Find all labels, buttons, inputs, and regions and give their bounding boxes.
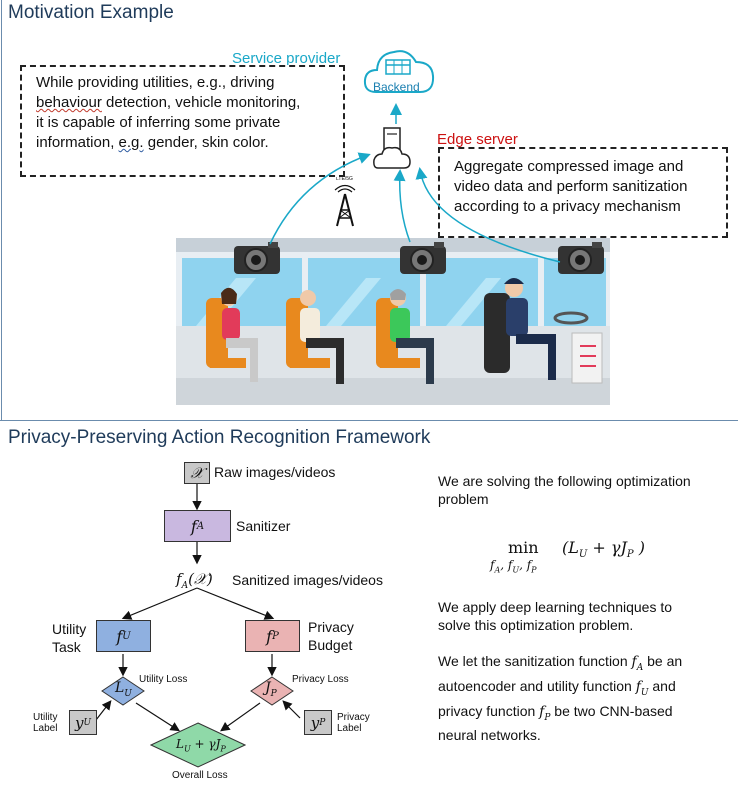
privacy-loss-diamond: [250, 676, 294, 706]
cell-tower-icon: [330, 178, 360, 228]
privacy-budget-line2: Budget: [308, 637, 353, 653]
provider-note-eg: e.g.: [118, 134, 144, 151]
provider-note-box: While providing utilities, e.g., driving…: [20, 65, 345, 177]
sanitized-rest: (𝒳): [188, 570, 213, 588]
edge-note-line2: video data and perform sanitization: [454, 178, 688, 195]
edge-server-icon: [372, 124, 412, 174]
left-frame-line: [1, 0, 2, 420]
provider-note-line4-rest: gender, skin color.: [143, 134, 269, 151]
utility-label-y: y: [74, 713, 84, 732]
sanitized-label: Sanitized images/videos: [232, 572, 383, 588]
privacy-budget-line1: Privacy: [308, 619, 354, 635]
camera-icon-left: [232, 238, 288, 278]
privacy-label-line1: Privacy: [337, 712, 370, 723]
overall-loss-formula: LU + γJP: [176, 737, 226, 754]
optimization-intro: We are solving the following optimizatio…: [438, 473, 691, 507]
camera-icon-middle: [398, 238, 454, 278]
service-provider-label: Service provider: [232, 50, 341, 67]
utility-label-sub: U: [83, 717, 92, 728]
sanitizer-sub: A: [196, 520, 205, 532]
provider-note-line4-pre: information,: [36, 134, 119, 151]
framework-connectors: [95, 484, 301, 732]
utility-loss-caption: Utility Loss: [139, 674, 188, 685]
privacy-loss-J: J: [265, 680, 271, 696]
functions-text-b: be an autoencoder and utility function: [438, 653, 683, 694]
utility-label-line1: Utility: [33, 712, 58, 723]
formula-min: min: [508, 538, 539, 557]
sanitizer-label: Sanitizer: [236, 518, 291, 534]
raw-data-label: Raw images/videos: [214, 464, 336, 480]
privacy-label-y: y: [310, 713, 320, 732]
utility-label-line2: Label: [33, 723, 58, 734]
sanitized-f: f: [176, 570, 182, 588]
privacy-loss-sub: P: [270, 688, 277, 699]
privacy-label-line2: Label: [337, 723, 362, 734]
motivation-title: Motivation Example: [8, 2, 174, 23]
backend-cloud-icon: [362, 42, 436, 100]
utility-label-caption: Utility Label: [33, 712, 57, 734]
provider-note-line2-rest: detection, vehicle monitoring,: [101, 94, 301, 111]
privacy-symbol: f: [266, 626, 273, 646]
camera-icon-right: [556, 238, 612, 278]
edge-server-label: Edge server: [437, 131, 518, 148]
utility-loss-sub: U: [124, 688, 132, 699]
sanitized-sub: A: [181, 581, 189, 591]
provider-note-behaviour: behaviour: [36, 94, 102, 111]
privacy-label-sub: P: [319, 717, 326, 728]
overall-loss-diamond: [149, 722, 247, 768]
privacy-loss-caption: Privacy Loss: [292, 674, 349, 685]
provider-note-line2: behaviour detection, vehicle monitoring,: [36, 93, 329, 113]
privacy-label-caption: Privacy Label: [337, 712, 370, 734]
section-divider: [0, 420, 738, 421]
raw-data-symbol: 𝒳: [190, 464, 204, 482]
sanitizer-symbol: f: [190, 516, 197, 536]
functions-text-a: We let the sanitization function: [438, 653, 632, 669]
functions-text-d: be two CNN-based neural networks.: [438, 702, 673, 744]
tower-label: LTE/5G: [336, 176, 353, 182]
provider-note-line1: While providing utilities, e.g., driving: [36, 74, 275, 91]
framework-title: Privacy-Preserving Action Recognition Fr…: [8, 427, 431, 448]
edge-note-line3: according to a privacy mechanism: [454, 198, 681, 215]
utility-sub: U: [122, 630, 131, 642]
formula-body: (LU + γJP ): [562, 538, 645, 561]
privacy-sub: P: [272, 630, 279, 642]
privacy-budget-label: Privacy Budget: [308, 618, 354, 654]
overall-L: L: [176, 737, 184, 751]
utility-task-line1: Utility: [52, 621, 87, 637]
utility-symbol: f: [116, 626, 123, 646]
utility-loss-diamond: [101, 676, 145, 706]
edge-note-line1: Aggregate compressed image and: [454, 158, 684, 175]
formula-under: fA, fU, fP: [490, 558, 537, 575]
privacy-loss-symbol: JP: [265, 680, 277, 699]
utility-loss-L: L: [115, 680, 125, 696]
provider-note-line4: information, e.g. gender, skin color.: [36, 133, 329, 153]
utility-task-label: Utility Task: [52, 620, 86, 656]
overall-loss-caption: Overall Loss: [172, 770, 228, 781]
raw-data-node: 𝒳: [184, 462, 210, 484]
backend-label: Backend: [373, 80, 420, 94]
utility-task-line2: Task: [52, 639, 81, 655]
functions-paragraph: We let the sanitization function fA be a…: [438, 653, 683, 744]
edge-note-box: Aggregate compressed image and video dat…: [438, 147, 728, 238]
sanitized-output: fA(𝒳): [176, 570, 213, 591]
deep-learning-paragraph: We apply deep learning techniques to sol…: [438, 599, 673, 633]
functions-text-c: and privacy function: [438, 677, 676, 719]
utility-loss-symbol: LU: [115, 680, 132, 699]
provider-note-line3: it is capable of inferring some private: [36, 114, 281, 131]
bus-interior-illustration: [176, 238, 610, 405]
top-connection-arrows: [269, 103, 561, 263]
